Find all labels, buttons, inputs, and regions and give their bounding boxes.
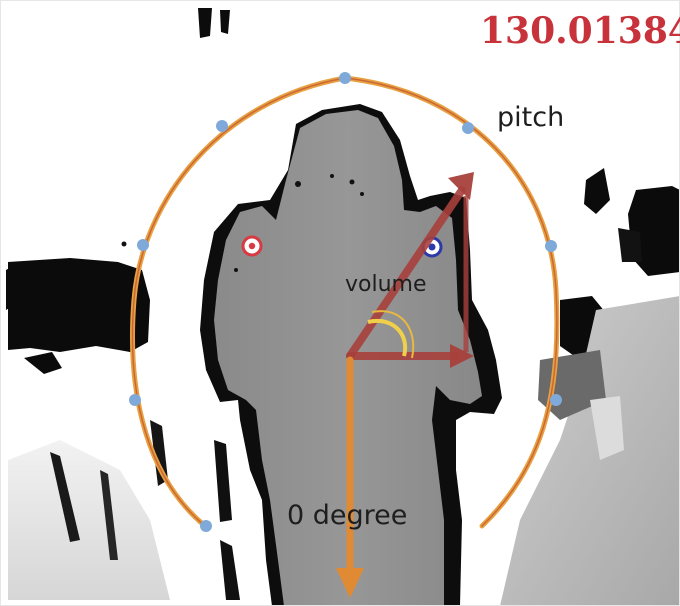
- depth-noise: [122, 242, 127, 247]
- control-point: [216, 120, 228, 132]
- control-point: [129, 394, 141, 406]
- depth-noise: [330, 174, 334, 178]
- volume-label: volume: [345, 272, 427, 297]
- left-depth-shadow: [8, 258, 150, 352]
- depth-noise: [198, 8, 212, 38]
- control-point: [462, 122, 474, 134]
- control-point: [200, 520, 212, 532]
- depth-noise: [350, 180, 355, 185]
- control-point: [545, 240, 557, 252]
- depth-noise: [618, 228, 642, 262]
- left-hand-marker: [243, 237, 261, 255]
- zero-degree-label: 0 degree: [287, 500, 407, 531]
- control-point: [339, 72, 351, 84]
- depth-noise: [360, 192, 364, 196]
- depth-noise: [295, 181, 301, 187]
- control-point: [137, 239, 149, 251]
- pitch-label: pitch: [497, 102, 564, 133]
- depth-noise: [234, 268, 238, 272]
- control-point: [550, 394, 562, 406]
- value-readout: 130.013841: [480, 10, 680, 52]
